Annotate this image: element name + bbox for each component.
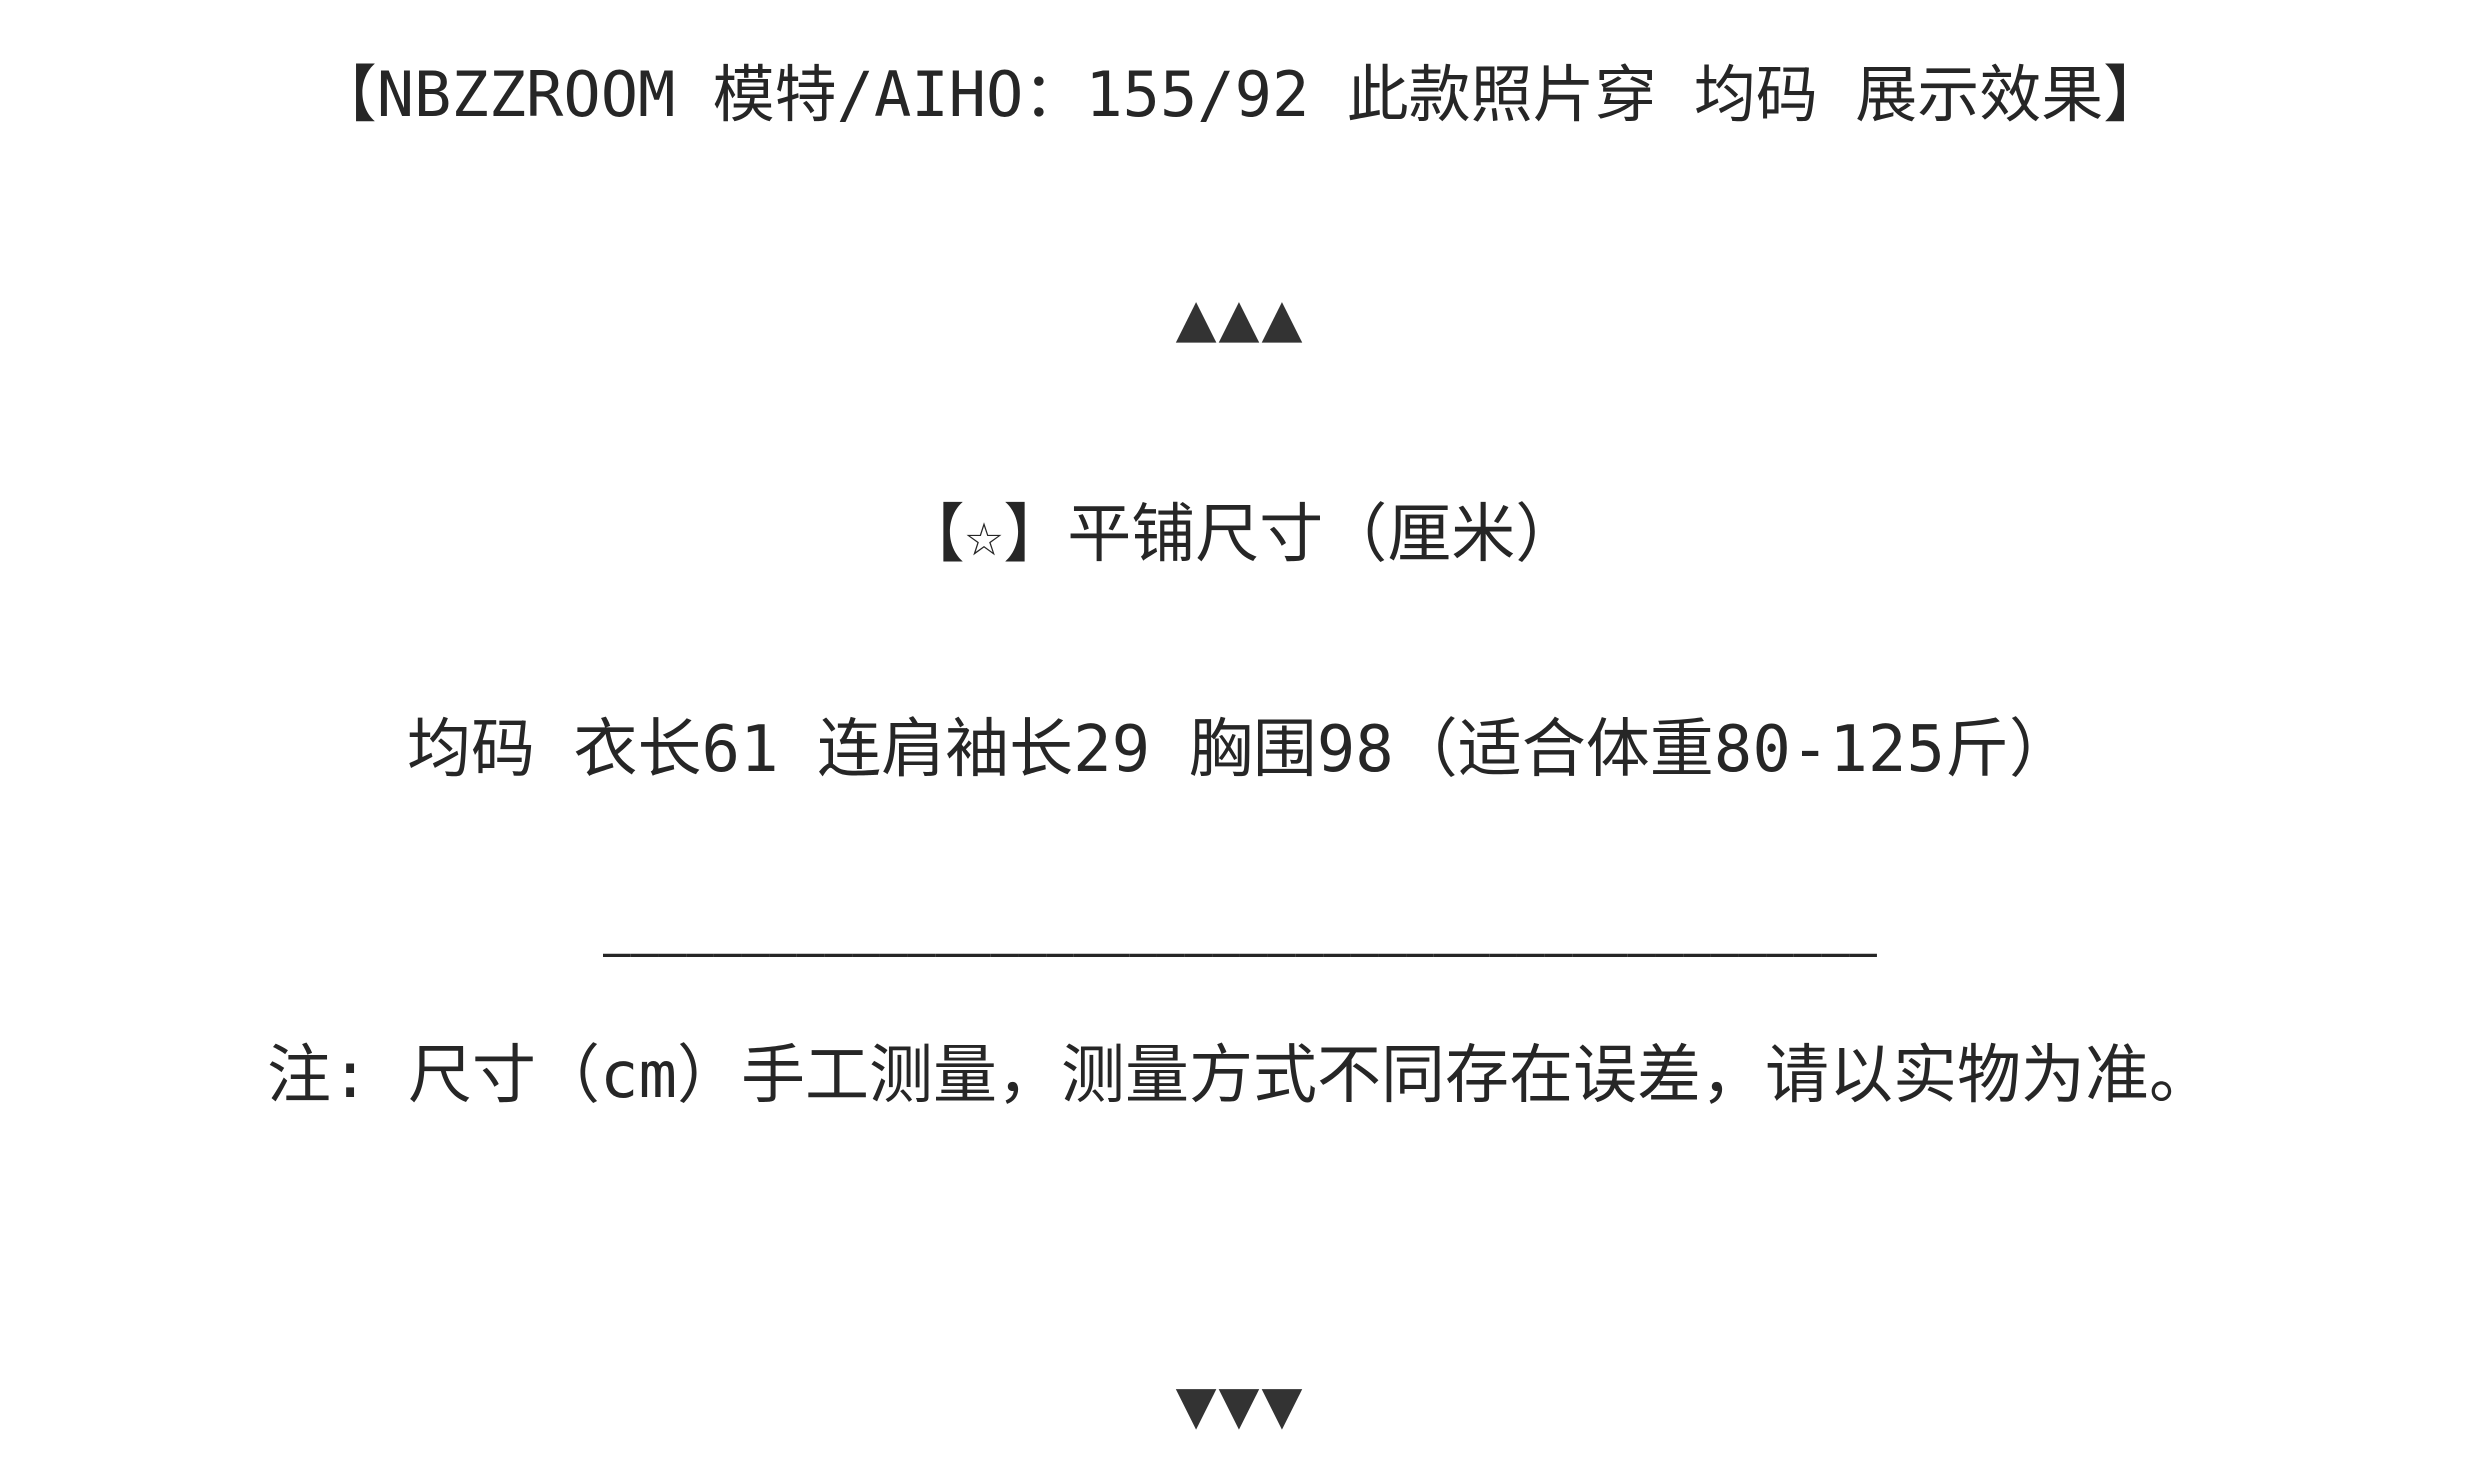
model-info-title: 【NBZZROOM 模特/AIHO：155/92 此款照片穿 均码 展示效果】 (314, 58, 2166, 131)
size-heading: 【☆】平铺尺寸（厘米） (900, 498, 1580, 572)
size-details: 均码 衣长61 连肩袖长29 胸围98（适合体重80-125斤） (407, 713, 2073, 787)
measurement-note: 注: 尺寸（cm）手工测量，测量方式不同存在误差，请以实物为准。 (266, 1039, 2214, 1113)
down-triangles-icon: ▼▼▼ (1175, 1365, 1305, 1444)
up-triangles-icon: ▲▲▲ (1175, 278, 1305, 357)
divider: ————————————————————————————————————————… (603, 925, 1877, 979)
